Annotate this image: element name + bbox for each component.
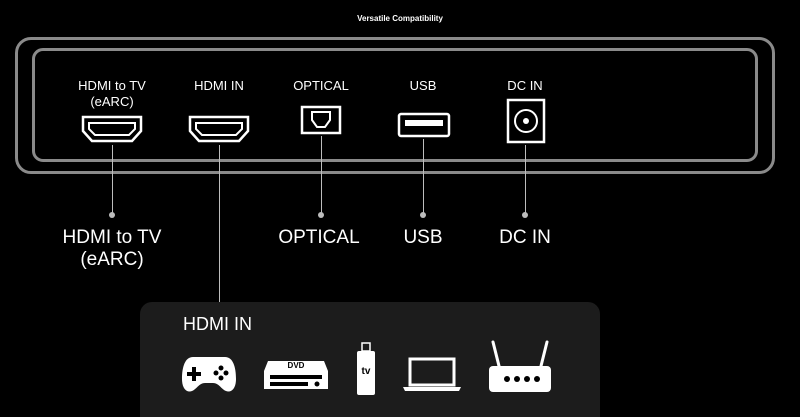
connector-line-usb (423, 139, 424, 213)
connector-line-hdmi-earc (112, 145, 113, 213)
tv-stick-icon: tv (356, 342, 376, 396)
dc-port-icon (506, 98, 546, 144)
dvd-label: DVD (287, 361, 305, 370)
callout-dc-in: DC IN (499, 227, 551, 248)
soundbar-port-panel (32, 48, 758, 162)
port-label-hdmi-in: HDMI IN (194, 78, 244, 93)
port-label-optical: OPTICAL (293, 78, 349, 93)
connector-dot-usb (420, 212, 426, 218)
soundbar-outer-frame (15, 37, 775, 174)
callout-optical: OPTICAL (278, 227, 360, 248)
page-title: Versatile Compatibility (357, 14, 443, 23)
tv-stick-label: tv (361, 366, 371, 377)
connector-line-optical (321, 136, 322, 213)
router-icon (489, 340, 551, 392)
connector-line-hdmi-in (219, 145, 220, 310)
port-label-usb: USB (409, 78, 437, 93)
connector-line-dc-in (525, 145, 526, 213)
callout-hdmi-earc: HDMI to TV (eARC) (62, 227, 162, 270)
port-label-dc-in: DC IN (507, 78, 543, 93)
optical-port-icon (300, 105, 342, 135)
laptop-icon (403, 357, 461, 391)
game-controller-icon (182, 357, 236, 392)
connector-dot-optical (318, 212, 324, 218)
hdmi-port-icon (81, 115, 143, 143)
port-label-hdmi-earc: HDMI to TV (eARC) (78, 78, 146, 109)
connector-dot-dc-in (522, 212, 528, 218)
dvd-player-icon: DVD (262, 359, 330, 393)
connector-dot-hdmi-earc (109, 212, 115, 218)
hdmi-port-icon (188, 115, 250, 143)
usb-port-icon (397, 112, 451, 138)
callout-usb: USB (403, 227, 443, 248)
panel-label-hdmi-in: HDMI IN (183, 314, 252, 334)
